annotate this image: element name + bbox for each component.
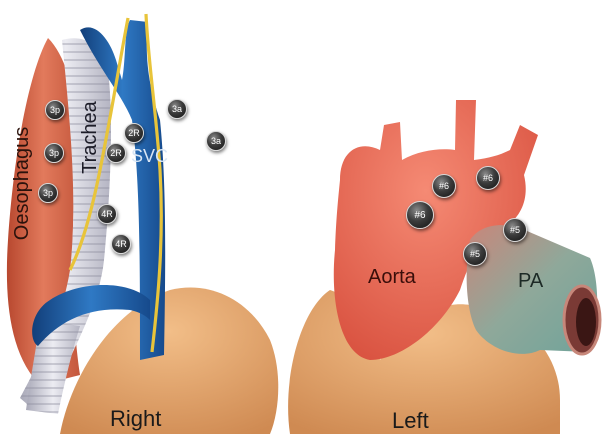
node-2r-upper: 2R	[124, 123, 144, 143]
left-view	[288, 100, 600, 434]
node-3p-middle: 3p	[44, 143, 64, 163]
trachea-label: Trachea	[79, 101, 102, 174]
node-3p-lower: 3p	[38, 183, 58, 203]
node-2r-lower: 2R	[106, 143, 126, 163]
node-4r-upper: 4R	[97, 204, 117, 224]
node-6-lower: #6	[406, 201, 434, 229]
node-4r-lower: 4R	[111, 234, 131, 254]
node-6-upper-left: #6	[432, 174, 456, 198]
pa-label: PA	[518, 270, 543, 293]
node-5-upper: #5	[503, 218, 527, 242]
node-6-upper-right: #6	[476, 166, 500, 190]
right-view	[7, 14, 278, 434]
svc-label: SVC	[131, 146, 168, 167]
right-caption: Right	[110, 406, 161, 432]
node-5-lower: #5	[463, 242, 487, 266]
node-3a-outer: 3a	[206, 131, 226, 151]
left-caption: Left	[392, 408, 429, 434]
node-3a-inner: 3a	[167, 99, 187, 119]
oesophagus-label: Oesophagus	[11, 127, 34, 240]
aorta-label: Aorta	[368, 266, 416, 289]
node-3p-upper: 3p	[45, 100, 65, 120]
